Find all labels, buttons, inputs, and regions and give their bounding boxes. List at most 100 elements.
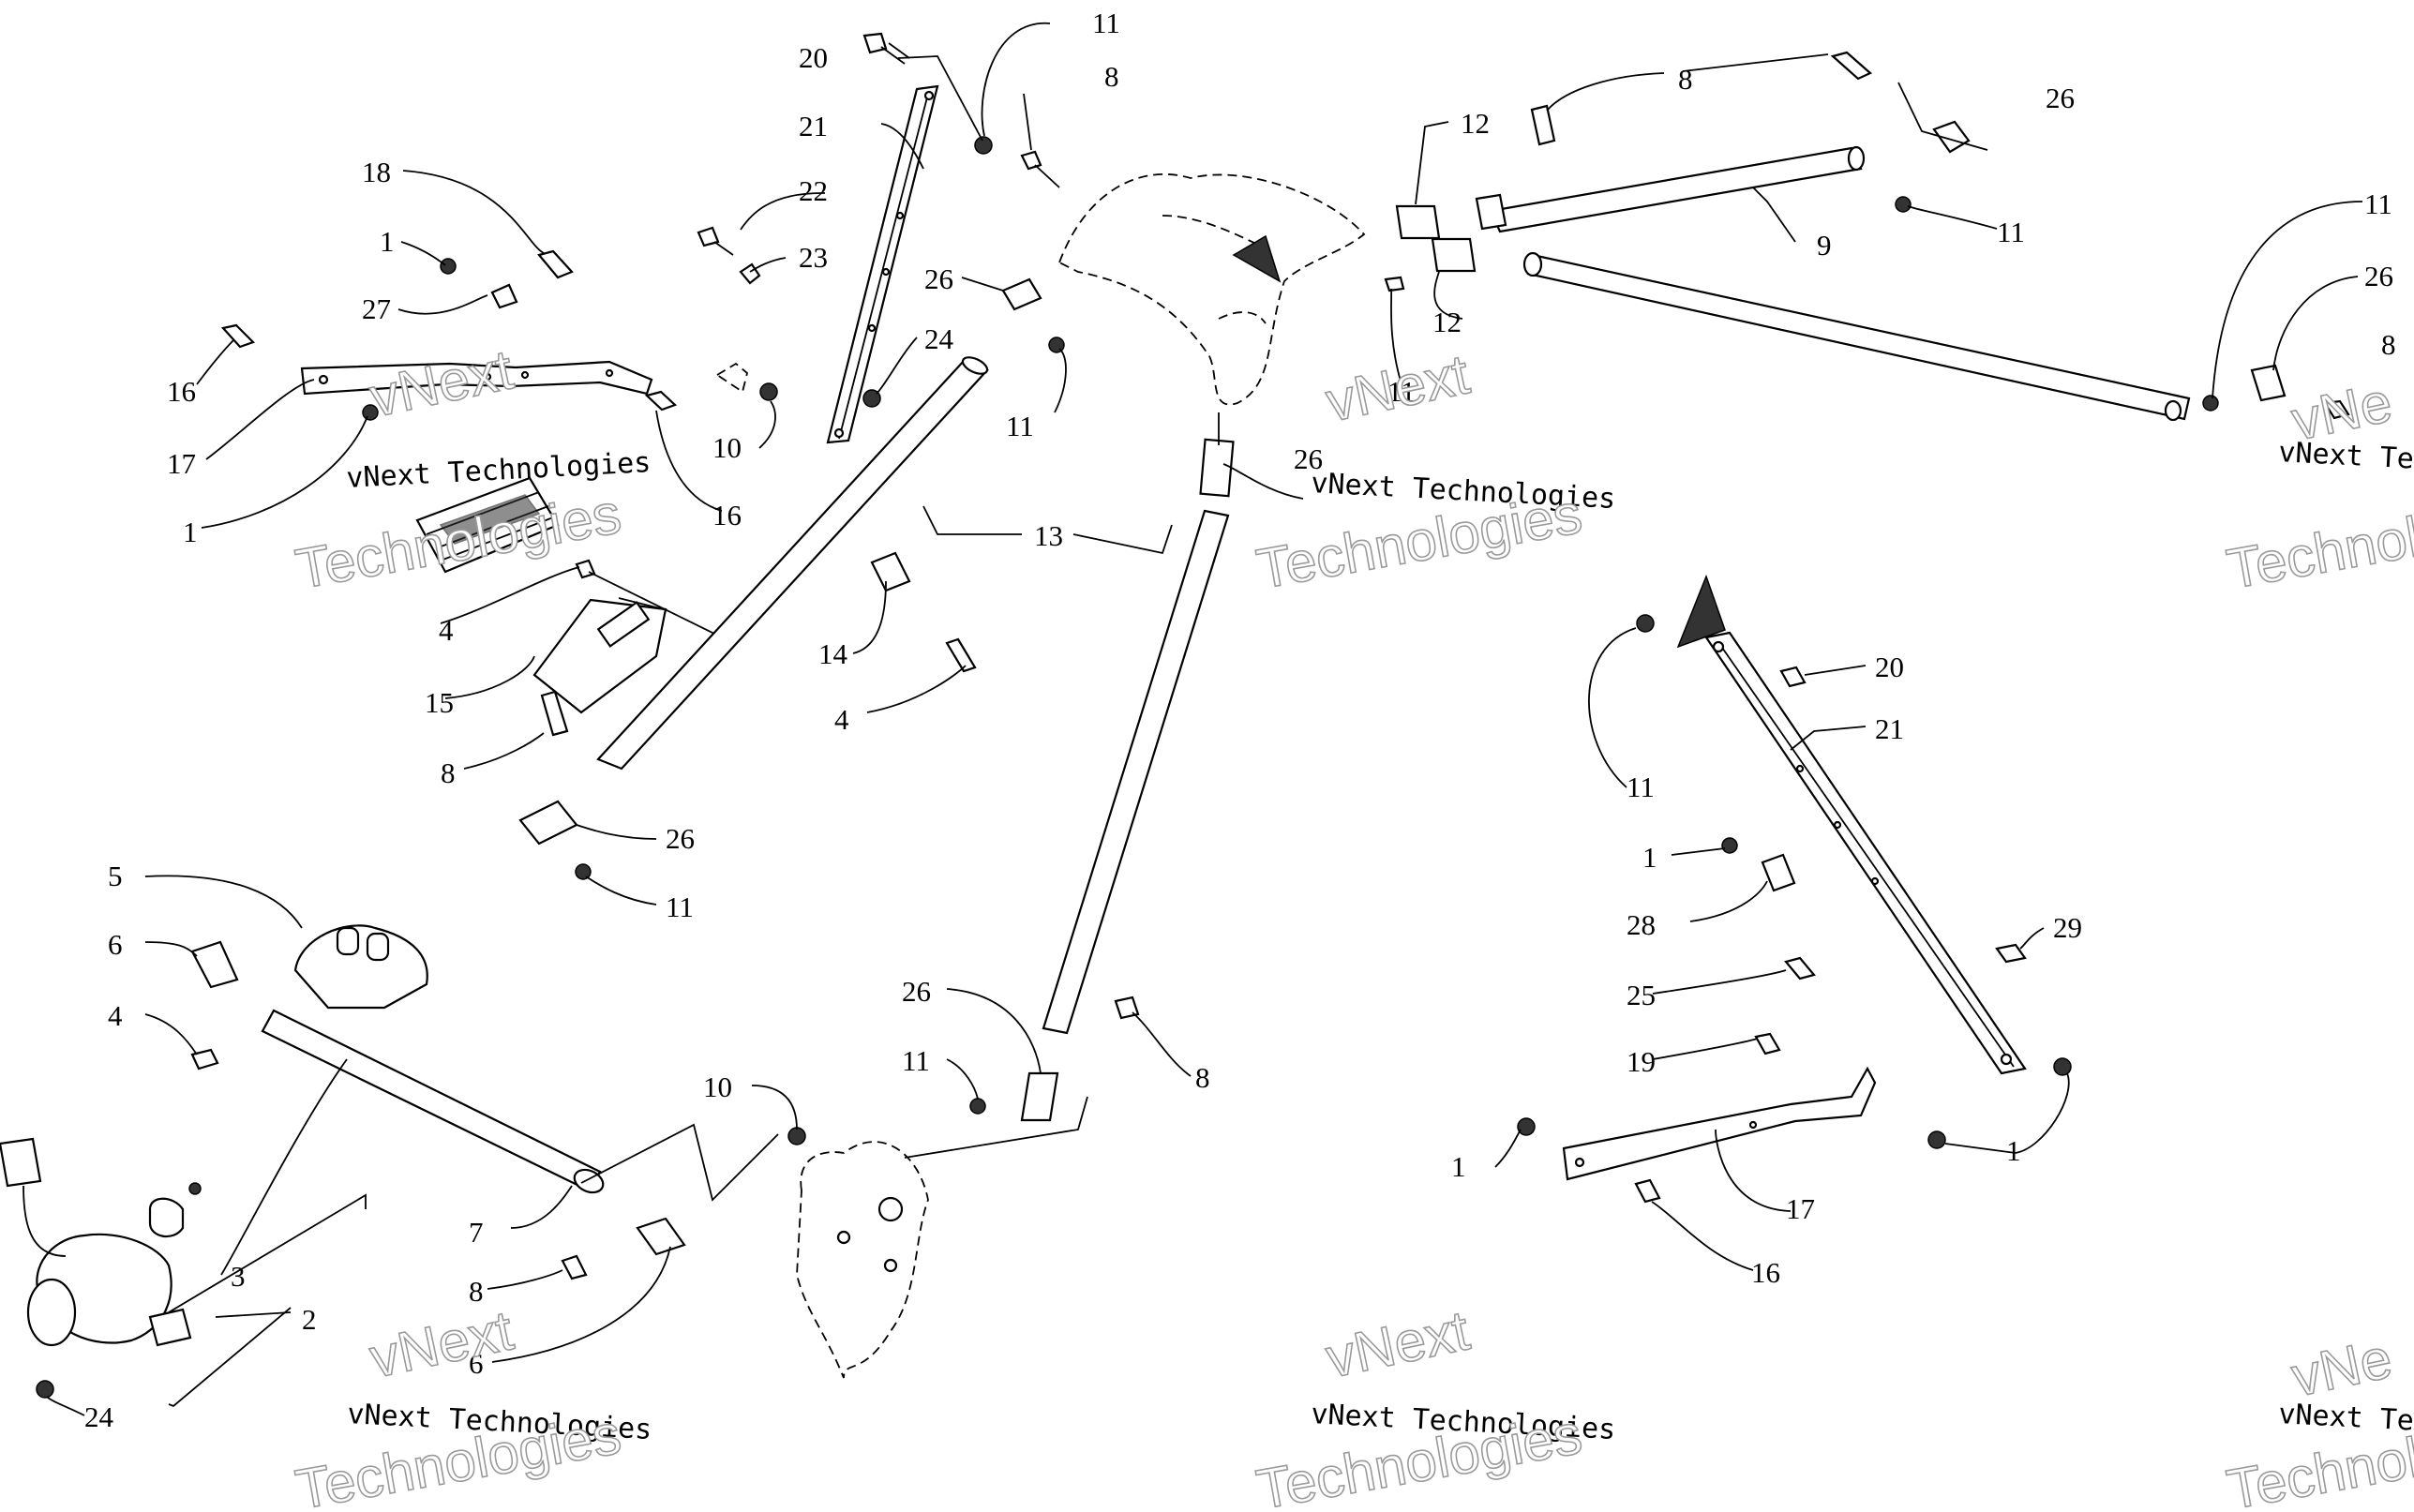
bolt-16-lower [1634, 1178, 1661, 1204]
nut-24-lower [36, 1380, 54, 1399]
leader-lines [46, 22, 2363, 1416]
part-lower-frame [796, 1141, 929, 1379]
callout-26: 26 [924, 262, 953, 295]
callout-1: 1 [380, 225, 395, 258]
nut-3-top [188, 1182, 202, 1195]
callout-2: 2 [302, 1303, 317, 1336]
callout-11: 11 [1092, 7, 1120, 39]
callout-3: 3 [231, 1260, 246, 1293]
callout-16: 16 [712, 499, 742, 531]
callout-27: 27 [362, 292, 391, 325]
watermark: vNext vNext Technologies Technologies [1252, 1297, 1616, 1512]
callout-28: 28 [1627, 908, 1656, 941]
arrow-marker-lower [1676, 574, 1726, 649]
callout-11: 11 [2364, 187, 2392, 220]
callout-26: 26 [902, 975, 931, 1008]
svg-text:vNext: vNext [1321, 1298, 1475, 1389]
part-tube-13 [596, 356, 989, 771]
bolt-22 [697, 226, 720, 247]
callout-20: 20 [799, 41, 828, 74]
nut-10-upper [759, 382, 778, 401]
callout-12: 12 [1432, 306, 1462, 338]
bolt-8-left [540, 690, 569, 737]
sleeve-right-upper [1475, 193, 1507, 231]
callout-25: 25 [1627, 979, 1656, 1011]
callout-26: 26 [2046, 82, 2075, 114]
clip-27 [490, 283, 518, 309]
nut-1-lower-right [1721, 837, 1738, 854]
callout-17: 17 [1786, 1192, 1815, 1225]
svg-text:vNext Tec: vNext Tec [2278, 1398, 2414, 1438]
callout-1: 1 [2006, 1134, 2021, 1167]
callout-8: 8 [469, 1275, 484, 1308]
nut-1-right-end [2053, 1057, 2072, 1076]
part-bracket-5 [293, 924, 428, 1010]
part-bracket-21-upper [826, 84, 939, 444]
part-tube-9-lower [1522, 251, 2191, 422]
callout-11: 11 [1387, 375, 1416, 408]
callout-6: 6 [108, 928, 123, 961]
callout-11: 11 [1997, 216, 2025, 248]
rivet-4-left [575, 559, 596, 579]
callout-14: 14 [818, 637, 848, 670]
part-headframe-upper [1057, 173, 1366, 406]
callout-8: 8 [2381, 328, 2396, 361]
callout-16: 16 [167, 375, 196, 408]
nut-11-lower-right [1636, 614, 1655, 633]
bolt-19 [1754, 1032, 1781, 1055]
callout-4: 4 [439, 614, 454, 647]
nut-11-upper [974, 136, 993, 155]
bolt-8-lower-left [561, 1254, 588, 1280]
arrow-marker-upper [1232, 234, 1282, 283]
callout-8: 8 [1678, 63, 1693, 96]
svg-text:vNe: vNe [2287, 1326, 2397, 1409]
rivet-4-mid [945, 637, 977, 673]
svg-text:Technol: Technol [2223, 505, 2414, 601]
callout-29: 29 [2053, 911, 2082, 944]
callout-24: 24 [84, 1400, 114, 1433]
nut-11-right [1895, 196, 1912, 213]
callout-8: 8 [1195, 1061, 1210, 1094]
callout-19: 19 [1627, 1045, 1656, 1078]
watermark: vNe vNext Tec Technol [2222, 1325, 2414, 1512]
callout-11: 11 [1627, 771, 1655, 803]
nut-1-lower-left [1517, 1117, 1536, 1136]
callout-7: 7 [469, 1216, 484, 1249]
clamp-26-upper [1001, 277, 1042, 311]
bolt-8-top-right [1830, 51, 1872, 81]
svg-text:Technol: Technol [2223, 1426, 2414, 1512]
part-bar-17-upper [300, 360, 653, 396]
bolt-8-far-right [2323, 399, 2350, 420]
part-tube-7 [261, 1009, 605, 1194]
parts-drawing [0, 32, 2350, 1399]
nut-11-cap [1384, 276, 1405, 292]
callout-8: 8 [1104, 60, 1119, 93]
callout-24: 24 [924, 322, 954, 355]
nut-10-lower [787, 1127, 806, 1145]
callout-1: 1 [183, 516, 198, 548]
callout-26: 26 [1294, 442, 1323, 475]
callout-23: 23 [799, 241, 828, 274]
nut-11-lower [969, 1098, 986, 1115]
callout-8: 8 [441, 756, 456, 789]
part-6-upper [190, 940, 239, 989]
part-14 [870, 551, 911, 592]
callout-22: 22 [799, 174, 828, 207]
callout-20: 20 [1875, 651, 1904, 683]
svg-text:vNext: vNext [1321, 342, 1475, 433]
callout-21: 21 [1875, 712, 1904, 745]
part-bar-17-lower [1562, 1066, 1877, 1181]
part-tube-9-upper [1489, 145, 1866, 233]
callout-18: 18 [362, 156, 391, 188]
cap-12-upper [1395, 204, 1441, 240]
rivet-4-lower [190, 1048, 219, 1070]
callout-10: 10 [712, 431, 742, 464]
clamp-26-far-right [2250, 364, 2287, 402]
clamp-26-right-upper [1932, 120, 1971, 154]
callout-1: 1 [1451, 1150, 1466, 1183]
sleeve-26-lower [1020, 1071, 1059, 1122]
nut-11-far-right [2202, 395, 2219, 412]
nut-1-upper [440, 258, 457, 275]
svg-text:vNext: vNext [365, 337, 518, 428]
